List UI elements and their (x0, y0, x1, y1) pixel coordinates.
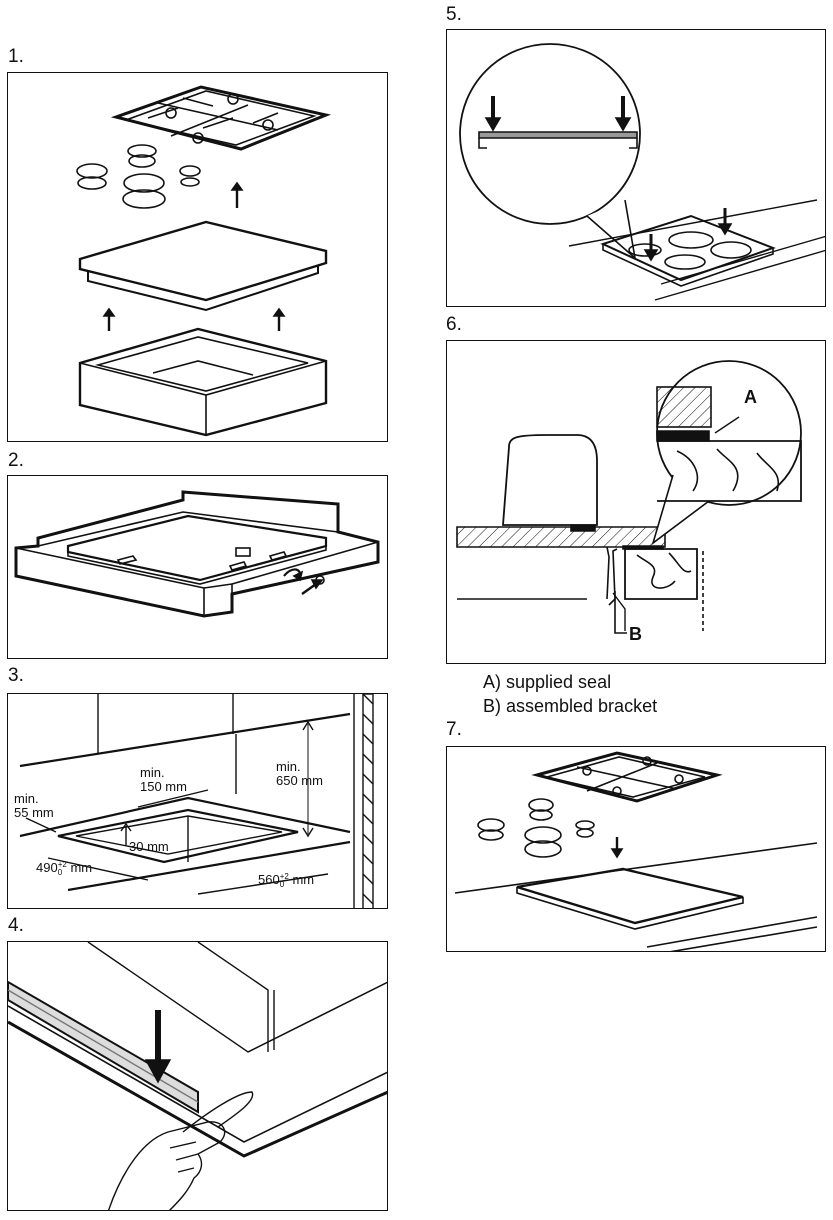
step-5-illustration (459, 43, 825, 301)
burner-caps (76, 144, 201, 209)
step-2-illustration (14, 490, 380, 618)
step-2-panel (7, 475, 388, 659)
tolerance-lower: 0 (279, 879, 285, 889)
hand (107, 1091, 254, 1210)
step-number-3: 3. (8, 665, 24, 686)
worktop-wood (624, 548, 698, 600)
hob-top-view (600, 214, 776, 287)
bracket-arrows (283, 568, 325, 595)
min-value: 150 mm (140, 779, 187, 794)
width-value: 490 (36, 860, 58, 875)
hob-body (66, 514, 328, 585)
packaging-box (78, 327, 328, 437)
burner-caps-7 (477, 798, 595, 858)
pan-support-grate-7 (531, 751, 723, 803)
step-6-panel: A B (446, 340, 826, 664)
tolerance-upper: +2 (57, 859, 67, 869)
hob-lid-7 (516, 867, 744, 930)
pan (502, 434, 598, 532)
label-b: B (629, 624, 642, 644)
legend: A) supplied seal B) assembled bracket (483, 670, 657, 718)
step-5-panel (446, 29, 826, 307)
step-number-6: 6. (446, 314, 462, 335)
min-label: min. (276, 759, 301, 774)
step-4-illustration (8, 942, 387, 1210)
step-number-5: 5. (446, 4, 462, 25)
min-label: min. (14, 791, 39, 806)
step-number-2: 2. (8, 450, 24, 471)
legend-seal: A) supplied seal (483, 672, 612, 692)
min-label: min. (140, 765, 165, 780)
hob-lid (78, 220, 328, 312)
depth-label: 30 mm (129, 839, 169, 854)
step-7-illustration (454, 751, 818, 951)
tolerance-upper: +2 (279, 871, 289, 881)
min-value: 650 mm (276, 773, 323, 788)
magnifier-circle (459, 43, 641, 261)
tolerance-lower: 0 (57, 867, 63, 877)
step-3-illustration (19, 694, 374, 908)
step-number-7: 7. (446, 719, 462, 740)
length-value: 560 (258, 872, 280, 887)
min-55-label: min. 55 mm (14, 792, 54, 820)
step-3-panel: min. 150 mm min. 55 mm min. 650 mm 30 mm… (7, 693, 388, 909)
min-value: 55 mm (14, 805, 54, 820)
min-150-label: min. 150 mm (140, 766, 187, 794)
step-6-illustration (456, 360, 802, 634)
step-1-illustration (76, 85, 332, 437)
min-650-label: min. 650 mm (276, 760, 323, 788)
worktop-frame (14, 490, 380, 618)
step-number-1: 1. (8, 46, 24, 67)
seal-strip (8, 980, 199, 1114)
label-a: A (744, 387, 757, 407)
step-7-panel (446, 746, 826, 952)
pan-support-grate (110, 85, 332, 151)
step-1-panel (7, 72, 388, 442)
length-unit: mm (292, 872, 315, 887)
step-4-panel (7, 941, 388, 1211)
legend-bracket: B) assembled bracket (483, 696, 658, 716)
magnifier-circle-6 (651, 360, 802, 546)
width-unit: mm (70, 860, 93, 875)
cutout-outline (57, 808, 299, 864)
step-number-4: 4. (8, 915, 24, 936)
